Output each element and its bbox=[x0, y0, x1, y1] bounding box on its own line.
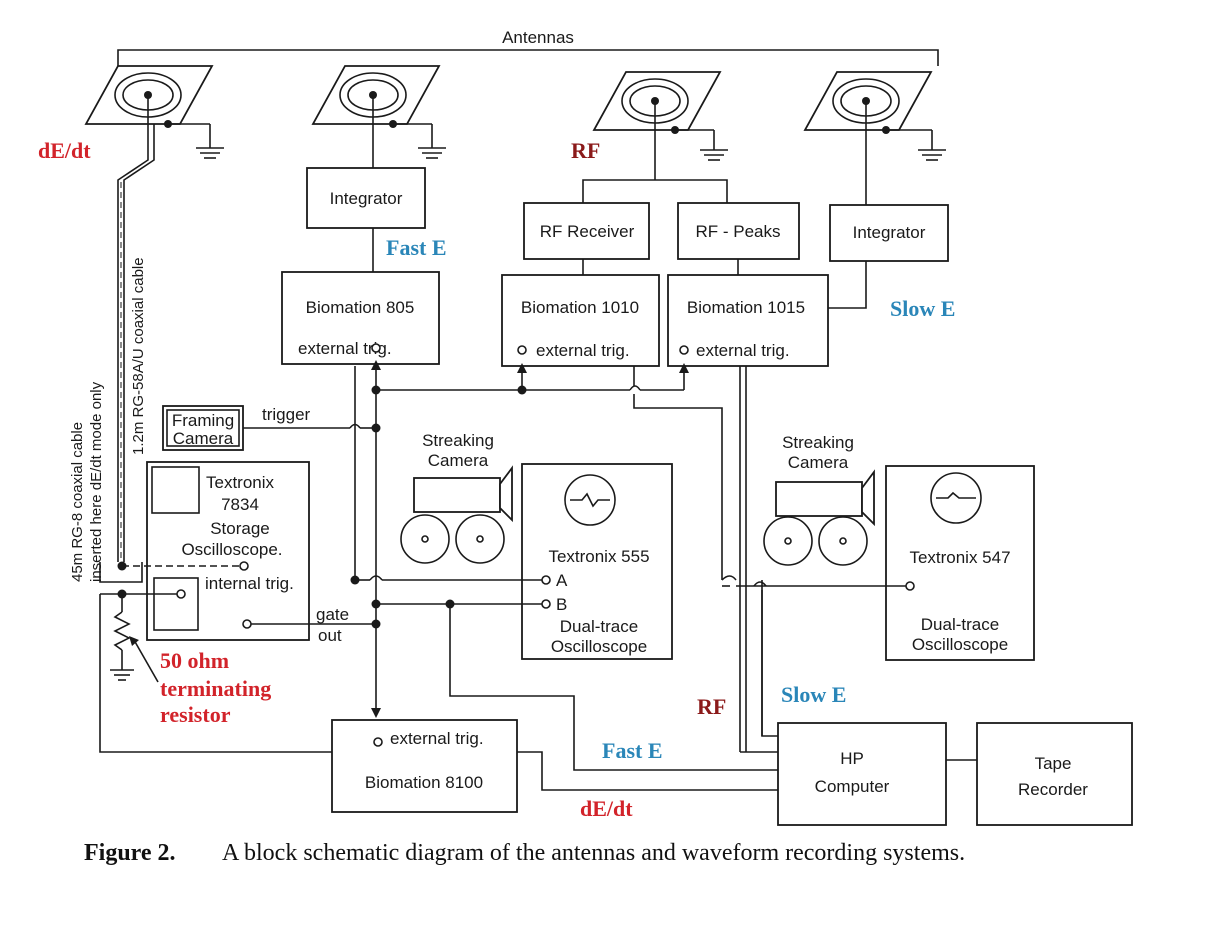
dual-trace-2-label-1: Dual-trace bbox=[921, 615, 999, 634]
dual-trace-1-label-2: Oscilloscope bbox=[551, 637, 647, 656]
storage-label-2: Oscilloscope. bbox=[181, 540, 282, 559]
dual-trace-2-label-2: Oscilloscope bbox=[912, 635, 1008, 654]
cable-label-3: 1.2m RG-58A/U coaxial cable bbox=[130, 257, 147, 455]
biomation-1015-box: Biomation 1015 external trig. bbox=[667, 274, 829, 367]
internal-trig-label: internal trig. bbox=[205, 574, 294, 593]
rf-receiver-box: RF Receiver bbox=[523, 202, 650, 260]
textronix-547-label: Textronix 547 bbox=[909, 548, 1010, 567]
biomation-805-box: Biomation 805 external trig. bbox=[281, 271, 440, 365]
textronix-547-box: Textronix 547 Dual-trace Oscilloscope bbox=[885, 465, 1035, 661]
biomation-1010-label: Biomation 1010 bbox=[521, 298, 639, 317]
framing-camera-label-2: Camera bbox=[173, 429, 234, 448]
rf-peaks-box: RF - Peaks bbox=[677, 202, 800, 260]
biomation-8100-trig-label: external trig. bbox=[390, 729, 484, 748]
integrator-2-label: Integrator bbox=[853, 223, 926, 242]
textronix-7834-label-2: 7834 bbox=[221, 495, 259, 514]
streaking-camera-1-label-2: Camera bbox=[428, 451, 489, 470]
biomation-1015-trig-label: external trig. bbox=[696, 341, 790, 360]
input-a-label: A bbox=[556, 571, 568, 590]
out-label: out bbox=[318, 626, 342, 645]
figure-caption: Figure 2. A block schematic diagram of t… bbox=[84, 840, 965, 866]
hp-computer-box: HP Computer bbox=[777, 722, 947, 826]
hp-label-1: HP bbox=[840, 749, 864, 768]
input-b-label: B bbox=[556, 595, 567, 614]
textronix-7834-label-1: Textronix bbox=[206, 473, 275, 492]
textronix-555-box: Textronix 555 Dual-trace Oscilloscope A … bbox=[521, 463, 673, 660]
gate-label: gate bbox=[316, 605, 349, 624]
resistor-annotation-2: terminating bbox=[160, 676, 271, 701]
antennas-label: Antennas bbox=[502, 28, 574, 47]
dedt-annotation-top: dE/dt bbox=[38, 138, 91, 163]
storage-label-1: Storage bbox=[210, 519, 270, 538]
streaking-camera-2-label-1: Streaking bbox=[782, 433, 854, 452]
dedt-annotation-bottom: dE/dt bbox=[580, 796, 633, 821]
textronix-555-label: Textronix 555 bbox=[548, 547, 649, 566]
tape-label-2: Recorder bbox=[1018, 780, 1088, 799]
hp-label-2: Computer bbox=[815, 777, 890, 796]
rf-peaks-label: RF - Peaks bbox=[695, 222, 780, 241]
textronix-7834-box: Textronix 7834 Storage Oscilloscope. int… bbox=[146, 461, 310, 641]
coax-cable bbox=[117, 124, 155, 562]
integrator-2-box: Integrator bbox=[829, 204, 949, 262]
dual-trace-1-label-1: Dual-trace bbox=[560, 617, 638, 636]
framing-camera-label-1: Framing bbox=[172, 411, 234, 430]
tape-label-1: Tape bbox=[1035, 754, 1072, 773]
caption-number: Figure 2. bbox=[84, 840, 176, 866]
cable-label-1: 45m RG-8 coaxial cable bbox=[69, 422, 86, 582]
trigger-label: trigger bbox=[262, 405, 311, 424]
framing-camera-box: Framing Camera bbox=[162, 405, 244, 451]
rf-annotation-bottom: RF bbox=[697, 694, 726, 719]
biomation-8100-box: external trig. Biomation 8100 bbox=[331, 719, 518, 813]
streaking-camera-1: Streaking Camera bbox=[400, 431, 513, 564]
slow-e-annotation-top: Slow E bbox=[890, 296, 955, 321]
fast-e-annotation-bottom: Fast E bbox=[602, 738, 663, 763]
resistor-network bbox=[99, 561, 332, 753]
antenna-2 bbox=[311, 65, 446, 168]
streaking-camera-2: Streaking Camera bbox=[763, 433, 875, 566]
biomation-805-trig-label: external trig. bbox=[298, 339, 392, 358]
biomation-1015-label: Biomation 1015 bbox=[687, 298, 805, 317]
integrator-1-label: Integrator bbox=[330, 189, 403, 208]
integrator-1-box: Integrator bbox=[306, 167, 426, 229]
resistor-annotation-1: 50 ohm bbox=[160, 648, 229, 673]
antenna-3 bbox=[592, 71, 728, 180]
streaking-camera-2-label-2: Camera bbox=[788, 453, 849, 472]
antenna-1 bbox=[84, 65, 224, 159]
slow-e-annotation-bottom: Slow E bbox=[781, 682, 846, 707]
tape-recorder-box: Tape Recorder bbox=[976, 722, 1133, 826]
streaking-camera-1-label-1: Streaking bbox=[422, 431, 494, 450]
biomation-8100-label: Biomation 8100 bbox=[365, 773, 483, 792]
caption-text: A block schematic diagram of the antenna… bbox=[222, 840, 965, 866]
fast-e-annotation-top: Fast E bbox=[386, 235, 447, 260]
biomation-1010-box: Biomation 1010 external trig. bbox=[501, 274, 660, 367]
antenna-4 bbox=[803, 71, 946, 205]
antennas-bracket: Antennas bbox=[117, 28, 939, 66]
resistor-annotation-3: resistor bbox=[160, 702, 231, 727]
biomation-1010-trig-label: external trig. bbox=[536, 341, 630, 360]
biomation-805-label: Biomation 805 bbox=[306, 298, 415, 317]
rf-receiver-label: RF Receiver bbox=[540, 222, 635, 241]
cable-label-2: inserted here dE/dt mode only bbox=[88, 381, 105, 582]
rf-annotation-top: RF bbox=[571, 138, 600, 163]
